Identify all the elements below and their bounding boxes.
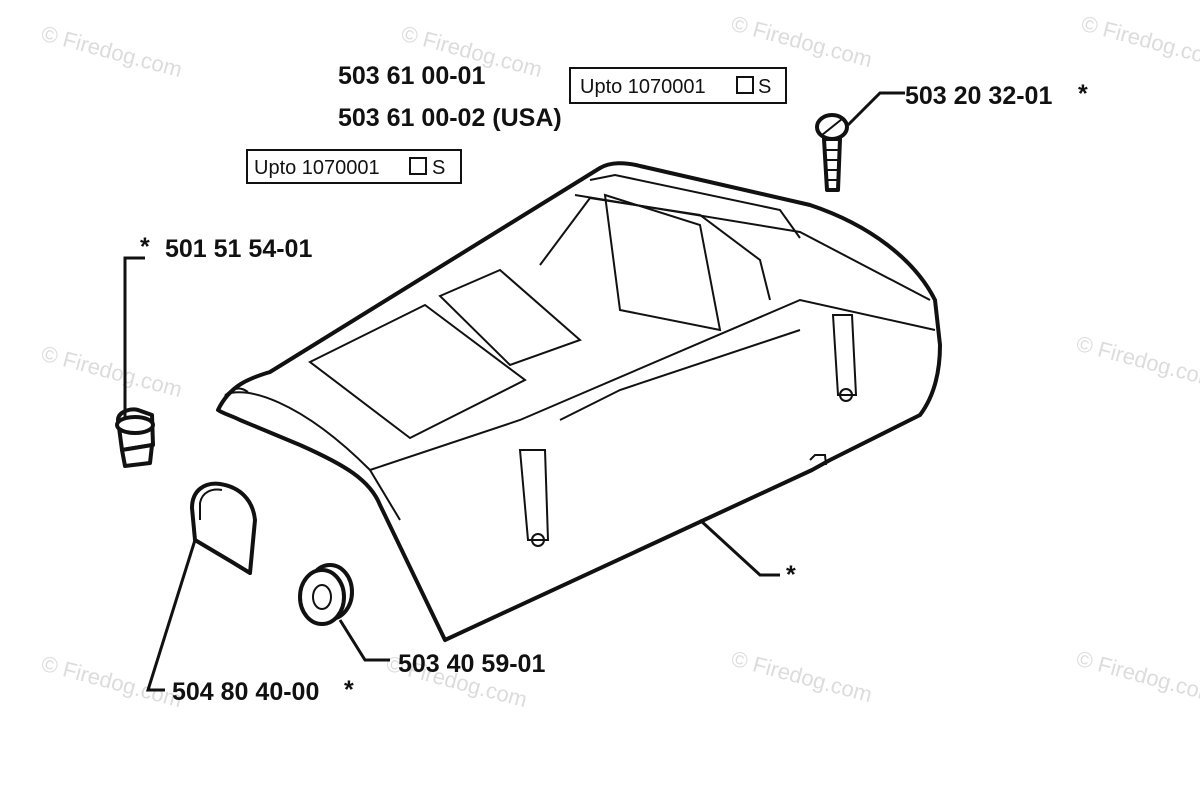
watermark: © Firedog.com [39, 651, 185, 713]
watermark: © Firedog.com [729, 11, 875, 73]
inspection-plate [190, 481, 257, 575]
asterisk-bolt: * [1078, 80, 1088, 108]
part-number-cover-a: 503 61 00-01 [338, 62, 485, 90]
note-box-top: Upto 1070001 S [569, 67, 787, 104]
grommet [298, 563, 354, 626]
watermark: © Firedog.com [1074, 646, 1200, 708]
asterisk-plate: * [344, 676, 354, 704]
part-number-plate: 504 80 40-00 [172, 678, 319, 706]
note-text: Upto 1070001 [580, 76, 706, 98]
asterisk-knob: * [140, 233, 150, 261]
watermark: © Firedog.com [39, 341, 185, 403]
part-number-knob: 501 51 54-01 [165, 235, 312, 263]
note-text: Upto 1070001 [254, 157, 380, 179]
watermark: © Firedog.com [39, 21, 185, 83]
note-suffix: S [432, 157, 445, 179]
chain-brake-cover [216, 161, 942, 642]
checkbox-icon [736, 76, 754, 94]
watermark: © Firedog.com [1079, 11, 1200, 73]
checkbox-icon [409, 157, 427, 175]
bolt [815, 113, 849, 192]
part-number-bolt: 503 20 32-01 [905, 82, 1052, 110]
watermark: © Firedog.com [729, 646, 875, 708]
note-box-left: Upto 1070001 S [246, 149, 462, 184]
note-suffix: S [758, 76, 771, 98]
part-number-grommet: 503 40 59-01 [398, 650, 545, 678]
asterisk-cover: * [786, 561, 796, 589]
watermark: © Firedog.com [1074, 331, 1200, 393]
leader-lines [123, 91, 905, 692]
knob [115, 407, 155, 468]
part-number-cover-b: 503 61 00-02 (USA) [338, 104, 562, 132]
